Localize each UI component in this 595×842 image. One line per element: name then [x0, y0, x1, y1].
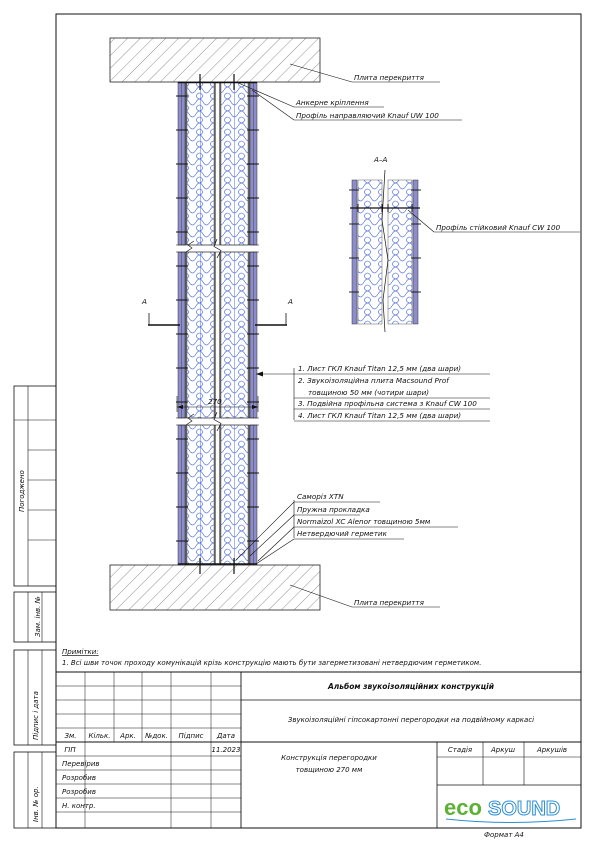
sheet-header: Аркуш: [490, 746, 516, 754]
label-sealant: Нетвердючий герметик: [297, 529, 388, 538]
album-title: Альбом звукоізоляційних конструкцій: [327, 682, 495, 691]
wall-segment: [176, 413, 259, 566]
section-aa-detail: [349, 169, 421, 333]
label-normaizol: Normaizol XC Alenor товщиною 5мм: [297, 517, 431, 526]
tb-role: Н. контр.: [62, 802, 96, 810]
logo-sound: SOUND: [488, 798, 560, 820]
label-anchor: Анкерне кріплення: [295, 98, 369, 107]
layer-3: 3. Подвійна профільна система з Knauf CW…: [298, 399, 477, 408]
logo-eco: eco: [444, 795, 482, 820]
section-break-line: [381, 169, 389, 333]
layers-legend: 1. Лист ГКЛ Knauf Titan 12,5 мм (два шар…: [256, 364, 490, 422]
stage-header: Стадія: [448, 746, 472, 754]
dimension-270: 270: [176, 396, 259, 412]
slab-top: [109, 37, 321, 83]
tb-header: Кільк.: [89, 732, 111, 740]
section-drywall-right: [412, 179, 419, 325]
layer-2b: товщиною 50 мм (чотири шари): [308, 388, 429, 397]
tb-header: №док.: [144, 732, 168, 740]
stamp-inv-replace: Зам. інв. №: [34, 596, 42, 637]
label-gasket: Пружна прокладка: [297, 505, 370, 514]
leaders-bottom: Саморіз XTN Пружна прокладка Normaizol X…: [235, 492, 458, 608]
label-screw: Саморіз XTN: [297, 492, 344, 501]
leader-cw: Профіль стійковий Knauf CW 100: [407, 209, 580, 233]
cut-label-left: А: [141, 297, 147, 306]
section-insulation-right: [387, 179, 413, 325]
notes: Примітки: 1. Всі шви точок проходу комун…: [62, 648, 481, 667]
side-stamps: Погоджено Зам. інв. № Підпис і дата Інв.…: [13, 385, 57, 829]
stamp-inv-orig: Інв. № ор.: [32, 786, 40, 822]
cut-label-right: А: [287, 297, 293, 306]
track-bottom: [178, 558, 257, 574]
cut-mark-right: А: [255, 297, 293, 326]
project-title: Звукоізоляційні гіпсокартонні перегородк…: [288, 716, 534, 724]
stamp-approved: Погоджено: [18, 470, 26, 512]
stamp-sign-date: Підпис і дата: [32, 691, 40, 740]
tb-gip: ГІП: [64, 746, 76, 754]
label-slab-top: Плита перекриття: [354, 73, 425, 82]
break-mark: [176, 238, 259, 259]
layer-1: 1. Лист ГКЛ Knauf Titan 12,5 мм (два шар…: [298, 364, 461, 373]
leaders-top: Плита перекриття Анкерне кріплення Профі…: [235, 63, 462, 121]
tb-role: Розробив: [62, 788, 96, 796]
layer-4: 4. Лист ГКЛ Knauf Titan 12,5 мм (два шар…: [298, 411, 461, 420]
tb-role: Розробив: [62, 774, 96, 782]
format-label: Формат А4: [484, 831, 524, 839]
drawing-subtitle: товщиною 270 мм: [296, 766, 363, 774]
tb-header: Підпис: [178, 732, 203, 740]
label-slab-bottom: Плита перекриття: [354, 598, 425, 607]
title-block: Альбом звукоізоляційних конструкцій Звук…: [55, 671, 582, 839]
section-drywall-left: [351, 179, 358, 325]
layer-2a: 2. Звукоізоляційна плита Macsound Prof: [298, 376, 450, 385]
cut-mark-left: А: [141, 297, 180, 326]
notes-title: Примітки:: [62, 648, 99, 656]
slab-bottom: [109, 564, 321, 611]
partition-section: [176, 74, 259, 574]
section-insulation-left: [357, 179, 383, 325]
tb-header: Дата: [216, 732, 235, 740]
dimension-label: 270: [208, 397, 222, 406]
notes-text: 1. Всі шви точок проходу комунікацій крі…: [62, 659, 481, 667]
sheets-header: Аркушів: [536, 746, 567, 754]
wall-segment: [176, 81, 259, 246]
tb-role: Перевірив: [62, 760, 100, 768]
tb-header: Зм.: [65, 732, 77, 740]
tb-header: Арк.: [119, 732, 136, 740]
break-mark: [176, 411, 259, 432]
logo-swoosh: [445, 818, 577, 823]
track-top: [178, 74, 257, 90]
tb-date: 11.2023: [212, 746, 241, 754]
label-uw-profile: Профіль направляючий Knauf UW 100: [296, 111, 439, 120]
label-cw-profile: Профіль стійковий Knauf CW 100: [436, 223, 561, 232]
wall-segment: [176, 240, 259, 419]
section-title: А–А: [373, 155, 388, 164]
drawing-title: Конструкція перегородки: [281, 754, 377, 762]
